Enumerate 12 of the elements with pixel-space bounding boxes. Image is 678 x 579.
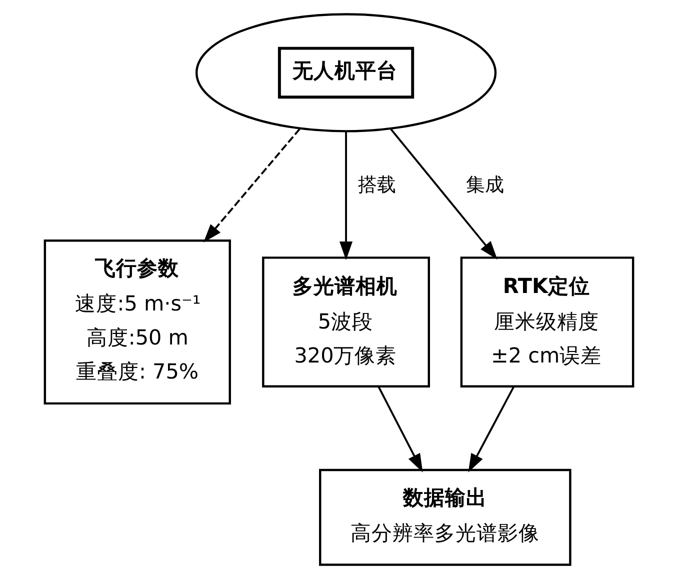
node-box: 数据输出 高分辨率多光谱影像: [319, 468, 572, 566]
edge-label: 集成: [466, 172, 504, 196]
node-box: 飞行参数 速度:5 m·s⁻¹ 高度:50 m 重叠度: 75%: [44, 240, 231, 405]
arrow: [340, 131, 353, 260]
arrow: [378, 386, 423, 472]
node-box: 多光谱相机 5波段 320万像素: [262, 256, 430, 388]
arrow: [390, 128, 498, 260]
node-box: RTK定位 厘米级精度 ±2 cm误差: [460, 256, 634, 388]
arrow: [203, 128, 300, 243]
arrow: [468, 386, 515, 472]
edge-label: 搭载: [358, 172, 396, 196]
node-ellipse: 无人机平台: [195, 13, 497, 132]
